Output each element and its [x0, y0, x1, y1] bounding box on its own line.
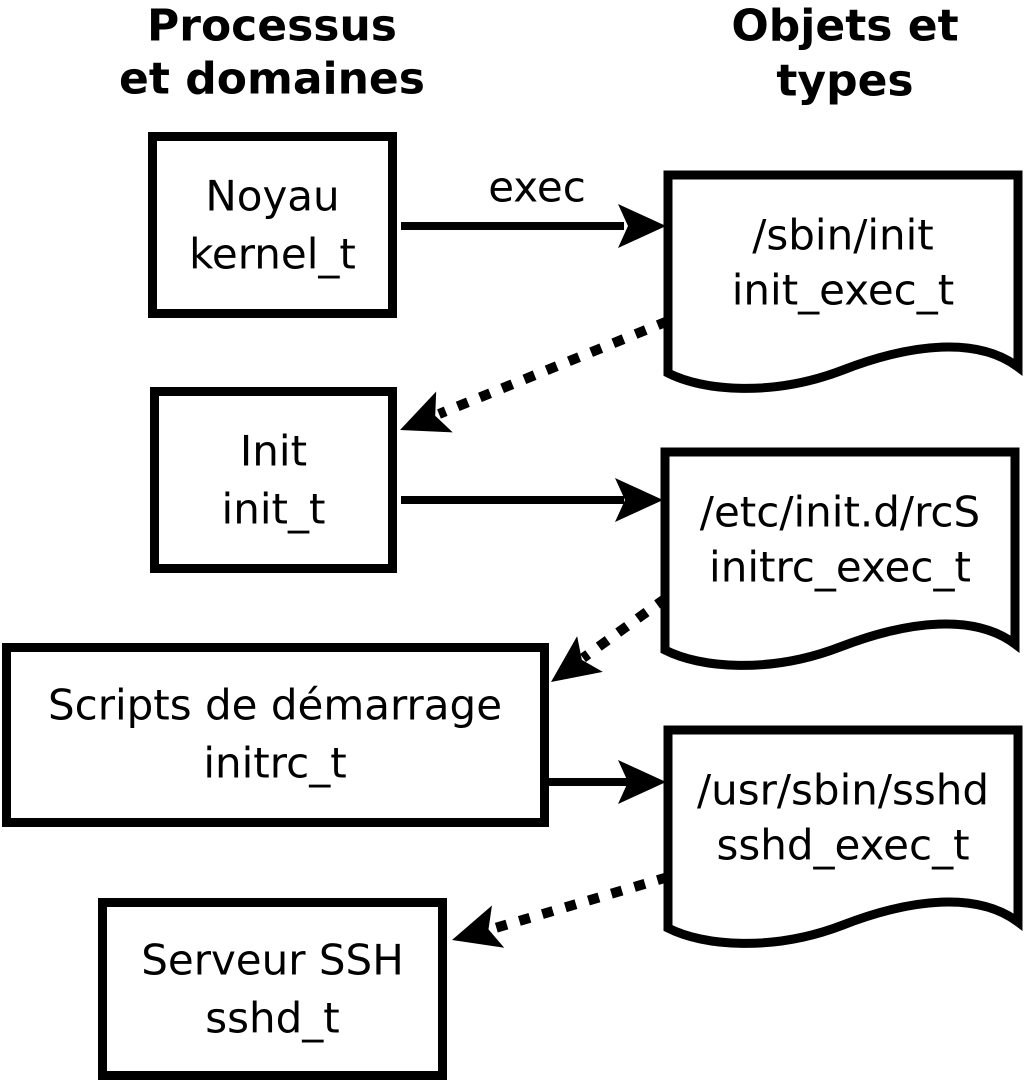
process-type-label: initrc_t [203, 739, 346, 788]
file-type-label: initrc_exec_t [709, 543, 971, 592]
header-objects-line1: Objets et [731, 1, 958, 52]
dotted-arrow-line [490, 872, 670, 934]
exec-edge-label: exec [488, 163, 586, 212]
file-path-label: /sbin/init [752, 211, 934, 260]
process-type-label: kernel_t [189, 230, 356, 279]
arrowhead-icon [445, 905, 505, 962]
arrowhead-icon [618, 204, 666, 248]
dotted-arrow-line [580, 593, 669, 663]
exec-arrow-init-to-initrc-exec [401, 478, 663, 522]
process-box-kernel: Noyau kernel_t [148, 132, 397, 318]
file-path-label: /etc/init.d/rcS [700, 488, 980, 537]
process-type-label: init_t [222, 485, 326, 534]
arrowhead-icon [391, 391, 453, 451]
file-path-label: /usr/sbin/sshd [697, 766, 989, 815]
header-processes-line1: Processus [147, 1, 397, 52]
file-object-init-exec: /sbin/init init_exec_t [668, 175, 1018, 388]
exec-arrow-initrc-to-sshd-exec [549, 760, 666, 804]
process-box-border [2, 643, 549, 827]
process-name-label: Serveur SSH [141, 936, 404, 985]
process-name-label: Scripts de démarrage [48, 681, 502, 730]
file-object-sshd-exec: /usr/sbin/sshd sshd_exec_t [668, 730, 1018, 943]
file-type-label: sshd_exec_t [716, 821, 969, 870]
header-processes-line2: et domaines [119, 54, 425, 105]
column-header-processes: Processus et domaines [119, 1, 425, 105]
file-object-initrc-exec: /etc/init.d/rcS initrc_exec_t [665, 452, 1015, 665]
process-box-init: Init init_t [150, 387, 397, 573]
dotted-arrow-line [437, 316, 670, 419]
process-type-label: sshd_t [205, 994, 340, 1043]
process-name-label: Noyau [205, 172, 339, 221]
process-box-border [98, 898, 447, 1080]
transition-arrow-init-exec-to-init [391, 316, 670, 451]
process-box-border [148, 132, 397, 318]
process-box-sshd: Serveur SSH sshd_t [98, 898, 447, 1080]
transition-arrow-initrc-exec-to-initrc [538, 593, 669, 700]
exec-arrow-kernel-to-init-exec: exec [401, 163, 666, 248]
file-type-label: init_exec_t [732, 266, 955, 315]
header-objects-line2: types [776, 56, 913, 107]
process-box-border [150, 387, 397, 573]
process-box-initrc: Scripts de démarrage initrc_t [2, 643, 549, 827]
column-header-objects: Objets et types [731, 1, 958, 107]
transition-arrow-sshd-exec-to-sshd [445, 872, 670, 962]
process-name-label: Init [240, 427, 307, 476]
